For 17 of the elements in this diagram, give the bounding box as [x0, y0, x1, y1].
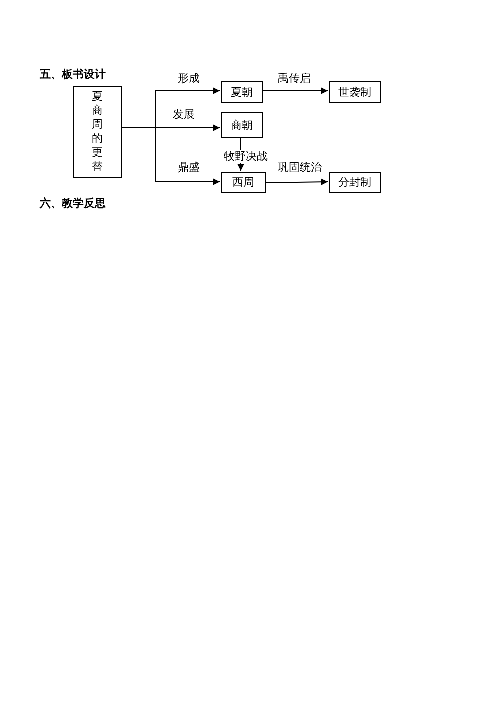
edge-label: 形成: [178, 72, 200, 85]
result-box: 世袭制: [329, 81, 381, 103]
result-box: 分封制: [329, 172, 381, 193]
arrow: [122, 128, 220, 186]
process-box: 夏朝: [221, 81, 263, 103]
process-box: 西周: [221, 172, 266, 193]
arrow: [262, 88, 328, 94]
section-heading: 六、教学反思: [40, 196, 106, 211]
process-box: 商朝: [221, 112, 263, 138]
section-heading: 五、板书设计: [40, 67, 106, 82]
edge-label: 禹传启: [278, 72, 311, 85]
arrow: [266, 178, 328, 186]
topic-box: 夏商周的更替: [73, 86, 122, 178]
edge-label: 巩固统治: [278, 161, 322, 174]
edge-label: 牧野决战: [224, 150, 268, 163]
edge-label: 发展: [173, 108, 195, 121]
edge-label: 鼎盛: [178, 161, 200, 174]
